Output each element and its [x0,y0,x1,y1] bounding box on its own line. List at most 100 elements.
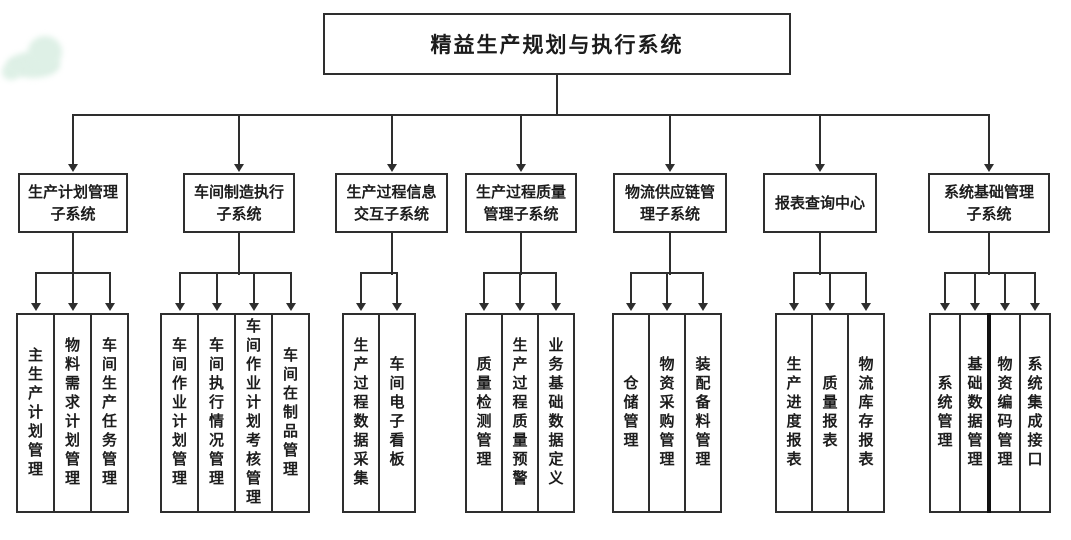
subsystem-label-line2: 交互子系统 [353,205,429,223]
leaf-box: 物资编码管理 [989,313,1021,513]
leaf-label: 车间电子看板 [387,356,406,470]
arrowhead-level2 [479,303,489,311]
subsystem-label-line1: 生产过程信息 [346,182,437,201]
subsystem-box-4: 生产过程质量管理子系统 [465,173,577,233]
leaf-label: 仓储管理 [621,375,640,451]
connector-mid-bus [944,272,1036,274]
leaf-label: 业务基础数据定义 [546,337,565,489]
connector-subsystem-stub [819,231,821,275]
leaf-label: 车间在制品管理 [281,346,299,480]
arrowhead-level1 [234,164,244,172]
arrowhead-level2 [1000,303,1010,311]
connector-drop-level1 [72,114,74,166]
connector-drop-level2 [630,272,632,305]
leaf-label: 生产过程数据采集 [351,337,370,489]
leaf-label: 物料需求计划管理 [63,337,81,489]
subsystem-label-line1: 车间制造执行 [193,182,284,201]
arrowhead-level2 [825,303,835,311]
arrowhead-level2 [392,303,402,311]
arrowhead-level2 [212,303,222,311]
leaf-box: 基础数据管理 [959,313,991,513]
subsystem-label-line1: 系统基础管理 [943,182,1034,201]
root-title: 精益生产规划与执行系统 [430,33,684,57]
leaf-box: 系统集成接口 [1019,313,1051,513]
leaf-label: 车间作业计划管理 [170,337,188,489]
connector-drop-level2 [290,272,292,305]
subsystem-label-line2: 子系统 [50,205,96,223]
leaf-label: 物资采购管理 [657,356,676,470]
leaf-box: 生产进度报表 [775,313,813,513]
leaf-box: 主生产计划管理 [16,313,55,513]
leaf-box: 物流库存报表 [847,313,885,513]
leaf-label: 质量检测管理 [474,356,493,470]
subsystem-label-line1: 生产计划管理 [27,182,118,201]
leaf-box: 车间作业计划管理 [160,313,199,513]
leaf-label: 主生产计划管理 [26,346,44,480]
subsystem-box-7: 系统基础管理子系统 [928,173,1050,233]
connector-drop-level2 [179,272,181,305]
arrowhead-level2 [249,303,259,311]
arrowhead-level2 [1030,303,1040,311]
leaf-label: 生产过程质量预警 [510,337,529,489]
arrowhead-level2 [698,303,708,311]
connector-subsystem-stub [391,231,393,275]
arrowhead-level2 [861,303,871,311]
leaf-label: 车间执行情况管理 [207,337,225,489]
connector-mid-bus [179,272,292,274]
arrowhead-level2 [970,303,980,311]
leaf-label: 系统管理 [935,375,954,451]
connector-drop-level2 [216,272,218,305]
connector-drop-level2 [1004,272,1006,305]
connector-drop-level2 [865,272,867,305]
leaf-box: 生产过程质量预警 [501,313,539,513]
connector-drop-level2 [1034,272,1036,305]
subsystem-label-line2: 理子系统 [639,205,700,223]
subsystem-box-5: 物流供应链管理子系统 [613,173,727,233]
arrowhead-level2 [626,303,636,311]
connector-drop-level2 [793,272,795,305]
connector-drop-level2 [702,272,704,305]
connector-subsystem-stub [238,231,240,275]
leaf-box: 车间在制品管理 [271,313,310,513]
connector-drop-level2 [483,272,485,305]
leaf-label: 装配备料管理 [693,356,712,470]
connector-subsystem-stub [669,231,671,275]
leaf-label: 车间作业计划考核管理 [244,318,262,508]
connector-drop-level1 [819,114,821,166]
watermark-smudge [28,36,62,68]
arrowhead-level2 [356,303,366,311]
arrowhead-level2 [175,303,185,311]
subsystem-label-line1: 生产过程质量 [475,182,566,201]
connector-drop-level1 [520,114,522,166]
leaf-box: 质量检测管理 [465,313,503,513]
leaf-box: 车间作业计划考核管理 [234,313,273,513]
leaf-label: 物资编码管理 [995,356,1014,470]
connector-drop-level2 [944,272,946,305]
subsystem-box-3: 生产过程信息交互子系统 [335,173,448,233]
arrowhead-level2 [940,303,950,311]
leaf-box: 车间生产任务管理 [90,313,129,513]
arrowhead-level2 [31,303,41,311]
leaf-label: 基础数据管理 [965,356,984,470]
connector-drop-level2 [829,272,831,305]
arrowhead-level2 [105,303,115,311]
subsystem-label-line2: 子系统 [966,205,1012,223]
connector-drop-level2 [35,272,37,305]
connector-drop-level2 [974,272,976,305]
connector-drop-level2 [109,272,111,305]
arrowhead-level1 [984,164,994,172]
connector-drop-level2 [360,272,362,305]
leaf-box: 质量报表 [811,313,849,513]
connector-drop-level2 [72,272,74,305]
arrowhead-level2 [789,303,799,311]
arrowhead-level1 [516,164,526,172]
arrowhead-level2 [68,303,78,311]
leaf-box: 车间执行情况管理 [197,313,236,513]
arrowhead-level1 [68,164,78,172]
arrowhead-level2 [662,303,672,311]
leaf-box: 物资采购管理 [648,313,686,513]
arrowhead-level2 [286,303,296,311]
leaf-label: 系统集成接口 [1025,356,1044,470]
connector-drop-level2 [253,272,255,305]
